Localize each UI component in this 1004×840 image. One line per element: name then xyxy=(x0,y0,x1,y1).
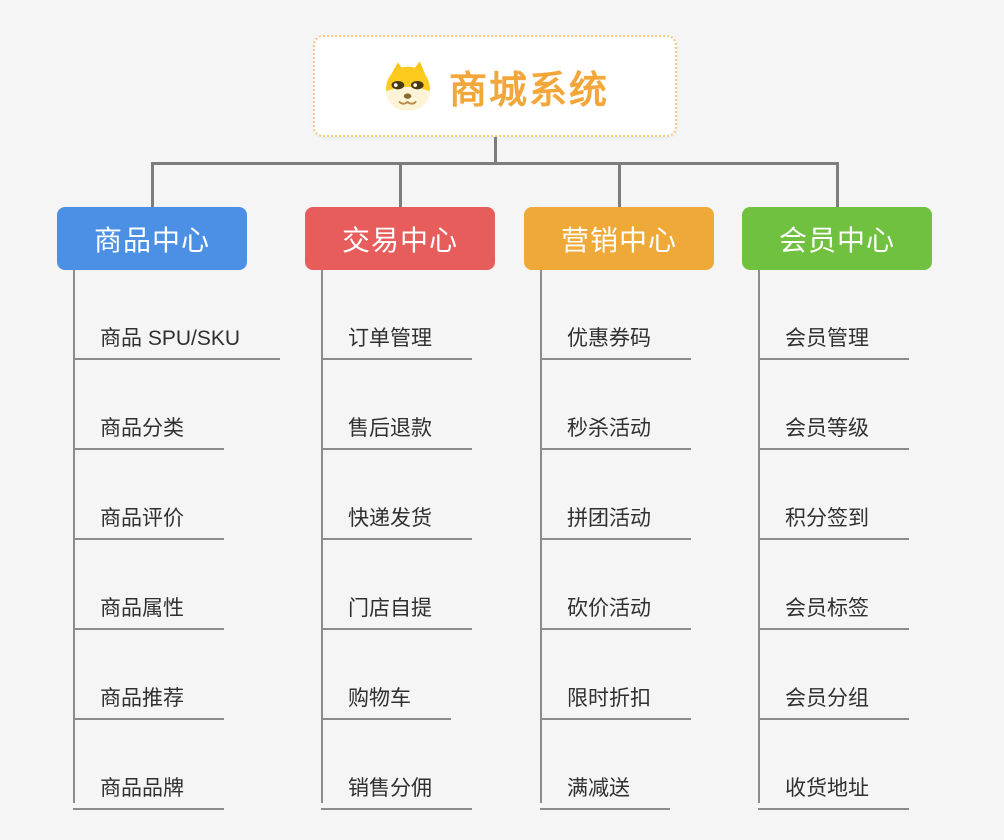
sub-item[interactable]: 优惠券码 xyxy=(540,270,691,360)
connector-rail xyxy=(150,162,839,165)
sub-item[interactable]: 商品分类 xyxy=(73,360,224,450)
branch-vertical-line xyxy=(73,270,75,803)
branch-items-1: 订单管理售后退款快递发货门店自提购物车销售分佣 xyxy=(305,270,472,810)
sub-item[interactable]: 售后退款 xyxy=(321,360,472,450)
branch-vertical-line xyxy=(540,270,542,803)
connector-branch-stub-1 xyxy=(398,162,402,208)
sub-item[interactable]: 商品推荐 xyxy=(73,630,224,720)
connector-branch-stub-2 xyxy=(617,162,621,208)
sub-item[interactable]: 满减送 xyxy=(540,720,670,810)
root-node[interactable]: 商城系统 xyxy=(313,35,677,137)
dog-icon xyxy=(386,61,430,111)
sub-item[interactable]: 订单管理 xyxy=(321,270,472,360)
connector-root-drop xyxy=(493,137,497,165)
branch-header-3[interactable]: 会员中心 xyxy=(742,207,932,270)
sub-item[interactable]: 限时折扣 xyxy=(540,630,691,720)
sub-item[interactable]: 会员标签 xyxy=(758,540,909,630)
branch-items-2: 优惠券码秒杀活动拼团活动砍价活动限时折扣满减送 xyxy=(524,270,691,810)
connector-branch-stub-0 xyxy=(150,162,154,208)
branch-header-0[interactable]: 商品中心 xyxy=(57,207,247,270)
sub-item[interactable]: 快递发货 xyxy=(321,450,472,540)
connector-branch-stub-3 xyxy=(835,162,839,208)
sub-item[interactable]: 会员分组 xyxy=(758,630,909,720)
sub-item[interactable]: 砍价活动 xyxy=(540,540,691,630)
sub-item[interactable]: 门店自提 xyxy=(321,540,472,630)
sub-item[interactable]: 销售分佣 xyxy=(321,720,472,810)
sub-item[interactable]: 收货地址 xyxy=(758,720,909,810)
sub-item[interactable]: 购物车 xyxy=(321,630,451,720)
branch-header-2[interactable]: 营销中心 xyxy=(524,207,714,270)
sub-item[interactable]: 会员等级 xyxy=(758,360,909,450)
sub-item[interactable]: 商品评价 xyxy=(73,450,224,540)
branch-vertical-line xyxy=(758,270,760,803)
sub-item[interactable]: 秒杀活动 xyxy=(540,360,691,450)
sub-item[interactable]: 会员管理 xyxy=(758,270,909,360)
branch-header-1[interactable]: 交易中心 xyxy=(305,207,495,270)
branch-vertical-line xyxy=(321,270,323,803)
sub-item[interactable]: 商品属性 xyxy=(73,540,224,630)
branch-items-3: 会员管理会员等级积分签到会员标签会员分组收货地址 xyxy=(742,270,909,810)
root-title: 商城系统 xyxy=(448,69,609,112)
sub-item[interactable]: 商品 SPU/SKU xyxy=(73,270,281,360)
sub-item[interactable]: 商品品牌 xyxy=(73,720,224,810)
sub-item[interactable]: 拼团活动 xyxy=(540,450,691,540)
sub-item[interactable]: 积分签到 xyxy=(758,450,909,540)
